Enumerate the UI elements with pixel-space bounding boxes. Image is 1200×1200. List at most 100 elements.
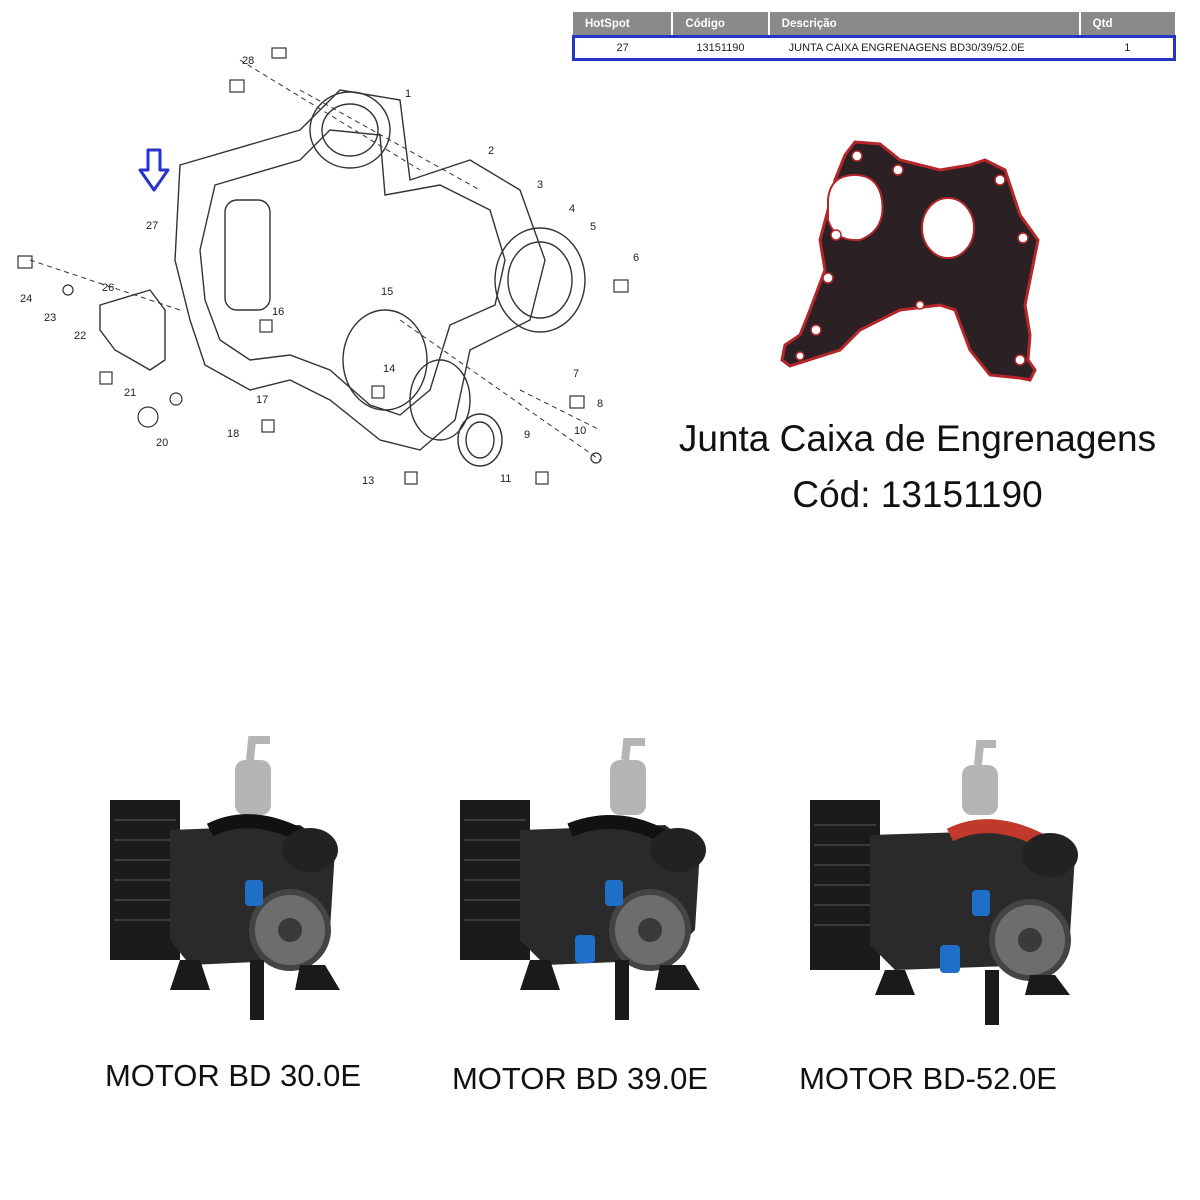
- bolt: [261, 419, 275, 433]
- callout-1: 1: [405, 88, 411, 100]
- gasket-opening-left: [827, 173, 884, 242]
- engine-mounts: [875, 970, 1070, 995]
- washer: [62, 284, 74, 296]
- exhaust-pipe: [621, 738, 645, 761]
- engine-photo-bd39: [460, 738, 706, 1020]
- callout-10: 10: [574, 425, 586, 437]
- muffler: [235, 760, 271, 815]
- bracket: [99, 289, 166, 371]
- cover-window: [224, 199, 271, 311]
- gasket-photo: [780, 140, 1040, 382]
- callout-11: 11: [500, 473, 511, 485]
- bolt-hole: [851, 150, 863, 162]
- col-codigo: Código: [672, 12, 770, 36]
- oil-filter: [605, 880, 623, 906]
- oil-filter: [245, 880, 263, 906]
- table-row[interactable]: 27 13151190 JUNTA CAIXA ENGRENAGENS BD30…: [572, 35, 1176, 61]
- bolt: [371, 385, 385, 399]
- parts-table: HotSpot Código Descrição Qtd 27 13151190…: [572, 12, 1176, 61]
- cell-qtd: 1: [1124, 42, 1131, 54]
- bolt-hole: [994, 174, 1006, 186]
- front-cover: [342, 309, 428, 411]
- callout-4: 4: [569, 203, 575, 215]
- bolt: [229, 79, 245, 93]
- cell-codigo: 13151190: [696, 42, 745, 54]
- leader-line: [239, 59, 421, 171]
- muffler: [610, 760, 646, 815]
- bolt-hole: [822, 272, 834, 284]
- callout-23: 23: [44, 312, 56, 324]
- callout-6: 6: [633, 252, 639, 264]
- gasket-opening-center: [921, 197, 975, 259]
- pump-cover-inner: [507, 241, 573, 319]
- bolt-hole: [1014, 354, 1026, 366]
- cell-descricao: JUNTA CAIXA ENGRENAGENS BD30/39/52.0E: [788, 42, 1025, 54]
- support-leg: [615, 960, 629, 1020]
- gasket-outline: [199, 129, 506, 416]
- leader-line: [399, 319, 601, 461]
- engine-photo-bd52: [810, 740, 1078, 1025]
- callout-3: 3: [537, 179, 543, 191]
- callout-7: 7: [573, 368, 579, 380]
- bolt: [535, 471, 549, 485]
- engine-mounts: [520, 960, 700, 990]
- callout-15: 15: [381, 286, 393, 298]
- exploded-parts-diagram: 1 2 3 4 5 6 7 8 9 10 11 12 13 14 15 16 1…: [17, 47, 639, 487]
- callout-28: 28: [242, 55, 254, 67]
- callout-17: 17: [256, 394, 268, 406]
- fuel-filter: [940, 945, 960, 973]
- bolt-hole: [1017, 232, 1029, 244]
- cell-hotspot: 27: [616, 42, 629, 54]
- callout-26: 26: [102, 282, 114, 294]
- bolt: [613, 279, 629, 293]
- bolt: [259, 319, 273, 333]
- gear-housing-outline: [174, 89, 546, 451]
- bolt-hole: [915, 300, 925, 310]
- callout-16: 16: [272, 306, 284, 318]
- upper-opening-inner: [321, 103, 379, 157]
- bolt-hole: [795, 351, 805, 361]
- oil-seal-inner: [465, 421, 495, 459]
- flywheel-hub: [278, 918, 302, 942]
- callout-9: 9: [524, 429, 530, 441]
- callout-2: 2: [488, 145, 494, 157]
- seal-housing: [409, 359, 471, 441]
- engine-label-bd30: MOTOR BD 30.0E: [104, 1058, 362, 1093]
- leader-line: [519, 389, 601, 431]
- col-hotspot: HotSpot: [573, 12, 674, 36]
- oil-seal: [457, 413, 503, 467]
- oil-filter: [972, 890, 990, 916]
- muffler: [962, 765, 998, 815]
- callout-24: 24: [20, 293, 32, 305]
- part-code: Cód: 13151190: [792, 474, 1043, 515]
- plug: [137, 406, 159, 428]
- callout-22: 22: [74, 330, 86, 342]
- bolt: [569, 395, 585, 409]
- col-descricao: Descrição: [768, 12, 1081, 36]
- bolt-hole: [830, 229, 842, 241]
- air-filter: [282, 828, 338, 872]
- callout-14: 14: [383, 363, 395, 375]
- air-filter: [650, 828, 706, 872]
- washer: [169, 392, 183, 406]
- pump-cover: [494, 227, 586, 333]
- callout-8: 8: [597, 398, 603, 410]
- table-header-row: HotSpot Código Descrição Qtd: [573, 12, 1175, 36]
- engine-label-bd39: MOTOR BD 39.0E: [451, 1061, 709, 1096]
- intake-hose-red: [946, 819, 1044, 847]
- air-filter: [1022, 833, 1078, 877]
- exhaust-pipe: [246, 736, 270, 761]
- callout-21: 21: [124, 387, 136, 399]
- callout-13: 13: [362, 475, 374, 487]
- bolt: [271, 47, 287, 59]
- leader-line: [299, 89, 481, 191]
- flywheel-hub: [638, 918, 662, 942]
- upper-opening: [309, 91, 391, 169]
- callout-20: 20: [156, 437, 168, 449]
- engine-label-bd52: MOTOR BD-52.0E: [799, 1061, 1057, 1096]
- bolt-hole: [892, 164, 904, 176]
- bolt: [99, 371, 113, 385]
- support-leg: [250, 960, 264, 1020]
- part-name: Junta Caixa de Engrenagens: [678, 418, 1157, 459]
- engine-mounts: [170, 960, 340, 990]
